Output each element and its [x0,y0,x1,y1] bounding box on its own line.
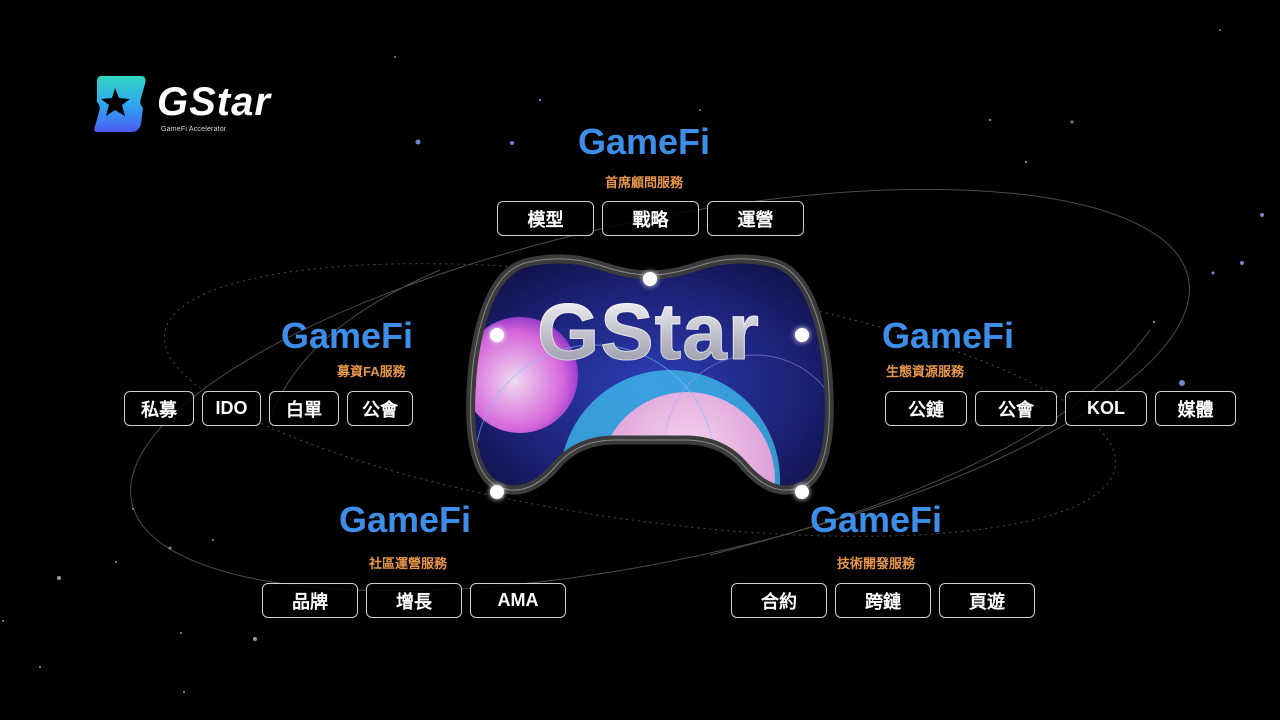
service-tags: 品牌 增長 AMA [262,583,566,618]
gstar-logo: GStar GameFi Accelerator [93,74,293,138]
tag-kol[interactable]: KOL [1065,391,1147,426]
tag-ido[interactable]: IDO [202,391,261,426]
tag-ama[interactable]: AMA [470,583,566,618]
group-title: GameFi [339,499,472,540]
group-subtitle: 募資FA服務 [337,364,406,379]
tag-operations[interactable]: 運營 [707,201,804,236]
tag-model[interactable]: 模型 [497,201,594,236]
faint-stars [2,508,257,693]
service-tags: 合約 跨鏈 頁遊 [731,583,1035,618]
group-title: GameFi [281,315,414,356]
service-tags: 公鏈 公會 KOL 媒體 [885,391,1236,426]
group-title: GameFi [810,499,943,540]
tag-private-sale[interactable]: 私募 [124,391,194,426]
group-title: GameFi [578,121,711,162]
tag-contract[interactable]: 合約 [731,583,827,618]
group-title: GameFi [882,315,1015,356]
service-tags: 私募 IDO 白單 公會 [124,391,413,426]
tag-web-game[interactable]: 頁遊 [939,583,1035,618]
tag-public-chain[interactable]: 公鏈 [885,391,967,426]
tag-media[interactable]: 媒體 [1155,391,1236,426]
gstar-star-icon [94,76,146,132]
connector-node-right [795,328,809,342]
connector-node-bottom-right [795,485,809,499]
connector-node-bottom-left [490,485,504,499]
group-subtitle: 生態資源服務 [886,364,965,379]
tag-guild[interactable]: 公會 [975,391,1057,426]
game-controller-icon [466,254,834,495]
tag-growth[interactable]: 增長 [366,583,462,618]
connector-node-left [490,328,504,342]
tag-strategy[interactable]: 戰略 [602,201,699,236]
group-subtitle: 技術開發服務 [837,556,916,571]
logo-wordmark: GStar [157,80,271,124]
service-tags: 模型 戰略 運營 [497,201,804,236]
connector-node-top [643,272,657,286]
tag-cross-chain[interactable]: 跨鏈 [835,583,931,618]
logo-tagline: GameFi Accelerator [161,126,227,133]
stars [394,29,1264,386]
group-subtitle: 首席顧問服務 [605,175,684,190]
tag-guild[interactable]: 公會 [347,391,413,426]
group-subtitle: 社區運營服務 [369,556,448,571]
center-title: GStar [537,287,760,376]
tag-branding[interactable]: 品牌 [262,583,358,618]
tag-whitelist[interactable]: 白單 [269,391,339,426]
